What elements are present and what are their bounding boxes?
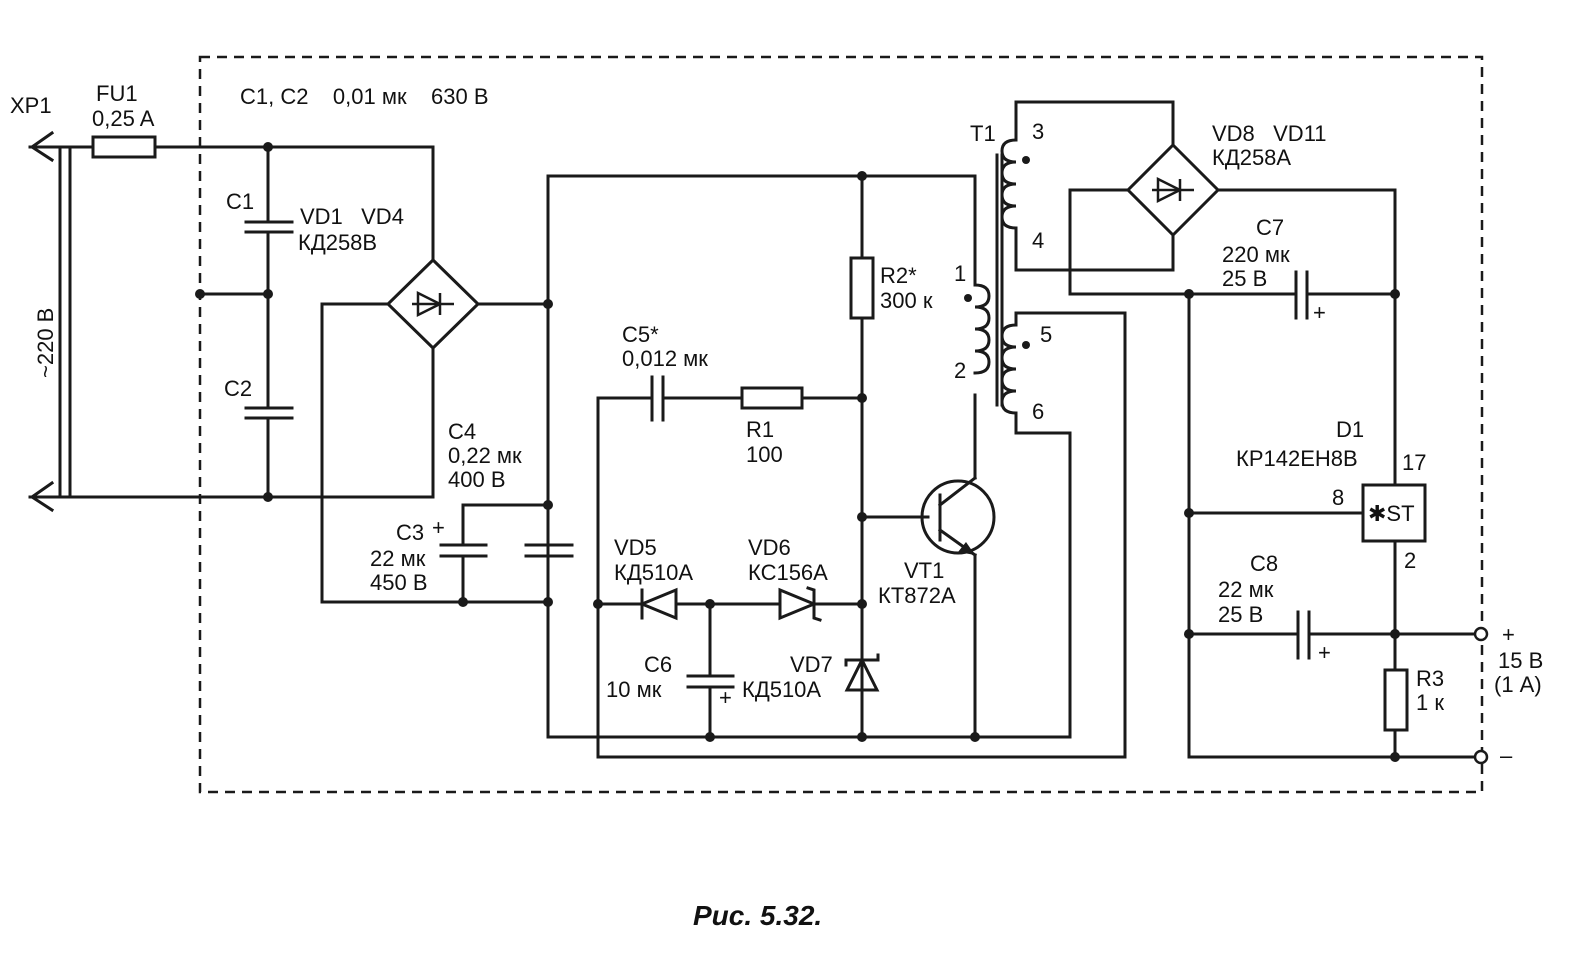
junction-dots [195,142,1400,762]
transformer-t1 [964,100,1030,435]
label-fu1-value: 0,25 A [92,106,155,131]
capacitor-c7 [1294,270,1309,320]
label-c8-value1: 22 мк [1218,577,1274,602]
diode-vd7 [844,653,880,692]
label-d1-type: КР142ЕН8В [1236,446,1358,471]
label-d1-st: ✱ST [1368,501,1415,526]
plug-xp1 [28,130,95,513]
capacitor-c8 [1296,610,1311,660]
label-c3-value2: 450 В [370,570,428,595]
label-r1: R1 [746,417,774,442]
label-c5-value: 0,012 мк [622,346,708,371]
label-c8: C8 [1250,551,1278,576]
label-pin3: 3 [1032,119,1044,144]
capacitor-c6 [686,602,735,739]
diode-vd5 [638,587,678,621]
enclosure-boundary [198,55,1484,794]
label-c7-value2: 25 В [1222,266,1267,291]
label-vt1: VT1 [904,558,944,583]
label-c7-plus: + [1313,300,1326,325]
output-terminal-plus [1473,626,1489,642]
label-vd1-type: КД258В [298,230,377,255]
label-r1-value: 100 [746,442,783,467]
capacitor-c3 [439,503,550,604]
label-c1: C1 [226,189,254,214]
label-c6-value: 10 мк [606,677,662,702]
label-vd7-type: КД510А [742,677,821,702]
label-vd5: VD5 [614,535,657,560]
resistor-r3 [1383,668,1409,732]
label-c7-value1: 220 мк [1222,242,1290,267]
label-c7: C7 [1256,215,1284,240]
capacitor-c5 [650,375,665,422]
label-pin6: 6 [1032,399,1044,424]
label-c8-value2: 25 В [1218,602,1263,627]
label-out-voltage: 15 В [1498,648,1543,673]
transistor-vt1 [860,393,996,739]
label-d1-pin8: 8 [1332,485,1344,510]
label-c2: C2 [224,376,252,401]
label-vd6: VD6 [748,535,791,560]
label-vd8-type: КД258А [1212,145,1291,170]
label-c6: C6 [644,652,672,677]
output-terminal-minus [1473,749,1489,765]
label-pin2: 2 [954,358,966,383]
label-c4-value2: 400 В [448,467,506,492]
resistor-r2 [849,256,875,320]
label-c4-value1: 0,22 мк [448,443,522,468]
label-t1: T1 [970,121,996,146]
label-pin4: 4 [1032,228,1044,253]
label-r3: R3 [1416,666,1444,691]
label-c3: C3 [396,520,424,545]
label-vd1-vd4: VD1 VD4 [300,204,404,229]
label-c5: C5* [622,322,659,347]
label-pin5: 5 [1040,322,1052,347]
label-c4: C4 [448,419,476,444]
resistor-r1 [740,386,804,410]
label-vd6-type: КС156А [748,560,828,585]
label-c3-value1: 22 мк [370,546,426,571]
label-mains: ~220 В [33,308,58,378]
label-xp1: XP1 [10,93,52,118]
label-d1-pin2: 2 [1404,548,1416,573]
capacitor-c4 [524,543,574,558]
label-r2: R2* [880,263,917,288]
label-d1-pin17: 17 [1402,450,1426,475]
label-vd5-type: КД510А [614,560,693,585]
label-pin1: 1 [954,261,966,286]
label-fu1: FU1 [96,81,138,106]
label-r3-value: 1 к [1416,690,1444,715]
bridge-vd8-vd11 [1125,100,1221,272]
label-out-plus: + [1502,622,1515,647]
label-c1c2-note: C1, C2 0,01 мк 630 В [240,84,489,109]
label-out-minus: – [1500,743,1513,768]
label-vd8-vd11: VD8 VD11 [1212,121,1327,146]
label-vd7: VD7 [790,652,833,677]
label-d1: D1 [1336,417,1364,442]
bridge-vd1-vd4 [320,145,550,499]
label-c3-plus: + [432,515,445,540]
label-c8-plus: + [1318,640,1331,665]
label-c6-plus: + [719,685,732,710]
label-vt1-type: КТ872А [878,583,956,608]
label-r2-value: 300 к [880,288,933,313]
label-out-current: (1 А) [1494,672,1542,697]
figure-caption: Рис. 5.32. [693,900,822,931]
capacitor-c1 [244,145,294,410]
fuse-fu1 [91,135,157,159]
capacitor-c2 [244,406,294,499]
